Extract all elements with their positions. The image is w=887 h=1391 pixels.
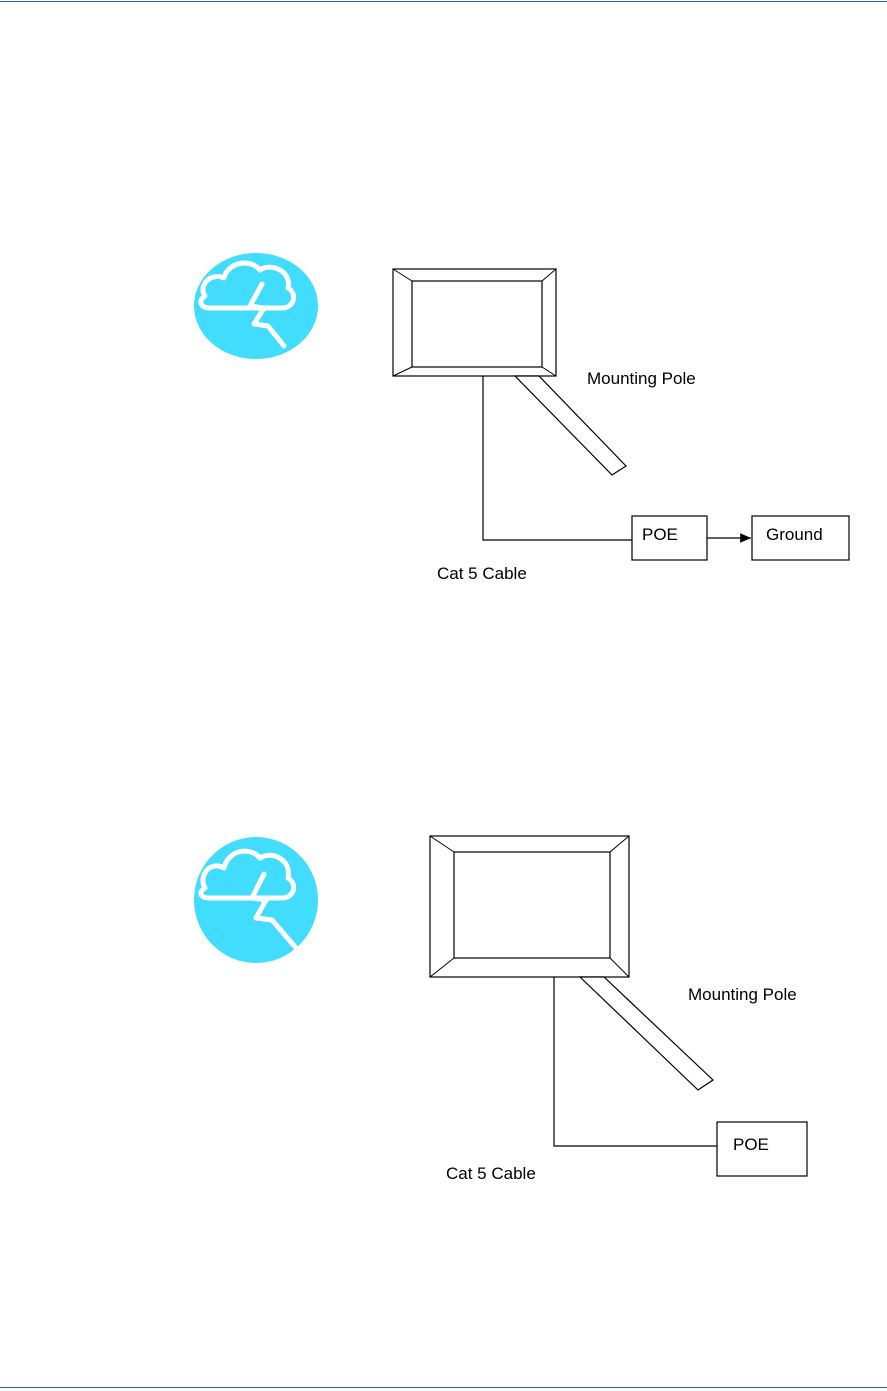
cat5-cable-label: Cat 5 Cable — [437, 564, 527, 583]
header-rule — [0, 1, 887, 2]
antenna-panel — [430, 836, 629, 977]
ungrounded-installation-diagram: Mounting Pole POE Cat 5 Cable — [0, 830, 887, 1190]
mounting-pole — [515, 376, 626, 475]
mounting-pole-label: Mounting Pole — [688, 985, 797, 1004]
ground-label: Ground — [766, 525, 823, 544]
poe-label: POE — [733, 1135, 769, 1154]
poe-label: POE — [642, 525, 678, 544]
grounded-installation-diagram: Mounting Pole POE Ground Cat 5 Cable — [0, 250, 887, 590]
mounting-pole-label: Mounting Pole — [587, 369, 696, 388]
thunderstorm-icon — [194, 253, 318, 359]
antenna-panel — [393, 269, 556, 376]
footer-rule — [0, 1387, 887, 1388]
cat5-cable-label: Cat 5 Cable — [446, 1164, 536, 1183]
thunderstorm-icon — [194, 837, 318, 963]
